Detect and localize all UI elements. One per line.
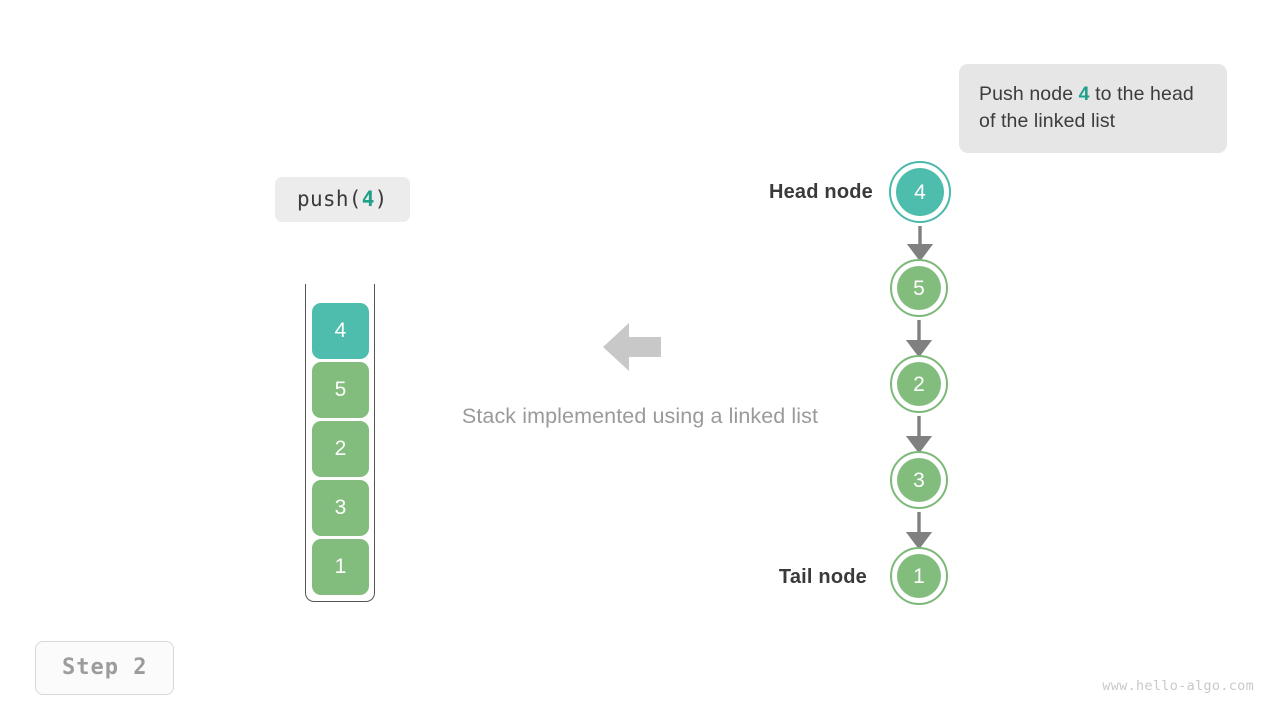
stack-cell: 3	[312, 480, 369, 536]
callout-highlight-value: 4	[1078, 83, 1090, 105]
push-fn-name: push(	[297, 187, 362, 211]
stack-cell: 1	[312, 539, 369, 595]
stack-cell-value: 2	[334, 437, 347, 460]
push-argument-value: 4	[361, 187, 375, 211]
linked-list-node-value: 4	[914, 180, 926, 204]
stack-cell: 4	[312, 303, 369, 359]
head-node-label: Head node	[768, 181, 873, 203]
linked-list-node-disc	[896, 265, 942, 311]
callout-suffix: to the head of the linked list	[979, 83, 1194, 132]
linked-list-node-value: 5	[913, 276, 925, 300]
linked-list-node-disc	[896, 361, 942, 407]
stack-cell-value: 4	[334, 319, 347, 342]
linked-list-node: 5	[890, 259, 948, 317]
linked-list-node: 4	[889, 161, 951, 223]
linked-list-node-disc	[896, 553, 942, 599]
linked-list-node: 1	[890, 547, 948, 605]
tail-node-label: Tail node	[778, 566, 867, 588]
stack-cell-value: 5	[334, 378, 347, 401]
stack-cell-value: 3	[334, 496, 347, 519]
callout-prefix: Push node	[979, 83, 1079, 105]
direction-arrow-left	[601, 316, 663, 378]
stack-cell: 5	[312, 362, 369, 418]
diagram-caption-text: Stack implemented using a linked list	[461, 404, 819, 428]
diagram-caption: Stack implemented using a linked list	[0, 404, 1280, 429]
stack-visualization: 4 5 2 3 1	[305, 284, 375, 602]
push-description-callout: Push node 4 to the head of the linked li…	[959, 64, 1227, 153]
linked-list-node-value: 1	[913, 564, 925, 588]
linked-list-node-disc	[896, 457, 942, 503]
stack-cell-value: 1	[334, 555, 347, 578]
step-badge: Step 2	[35, 641, 175, 695]
linked-list-node-value: 2	[913, 372, 925, 396]
stack-cell: 2	[312, 421, 369, 477]
stack-frame-border	[305, 284, 375, 602]
linked-list-node-disc	[895, 167, 945, 217]
watermark: www.hello-algo.com	[1102, 678, 1254, 694]
linked-list-node-value: 3	[913, 468, 925, 492]
push-operation-chip: push(4)	[275, 177, 410, 222]
stack-cell-list: 4 5 2 3 1	[312, 303, 369, 595]
push-paren-close: )	[374, 187, 388, 211]
linked-list-node: 3	[890, 451, 948, 509]
